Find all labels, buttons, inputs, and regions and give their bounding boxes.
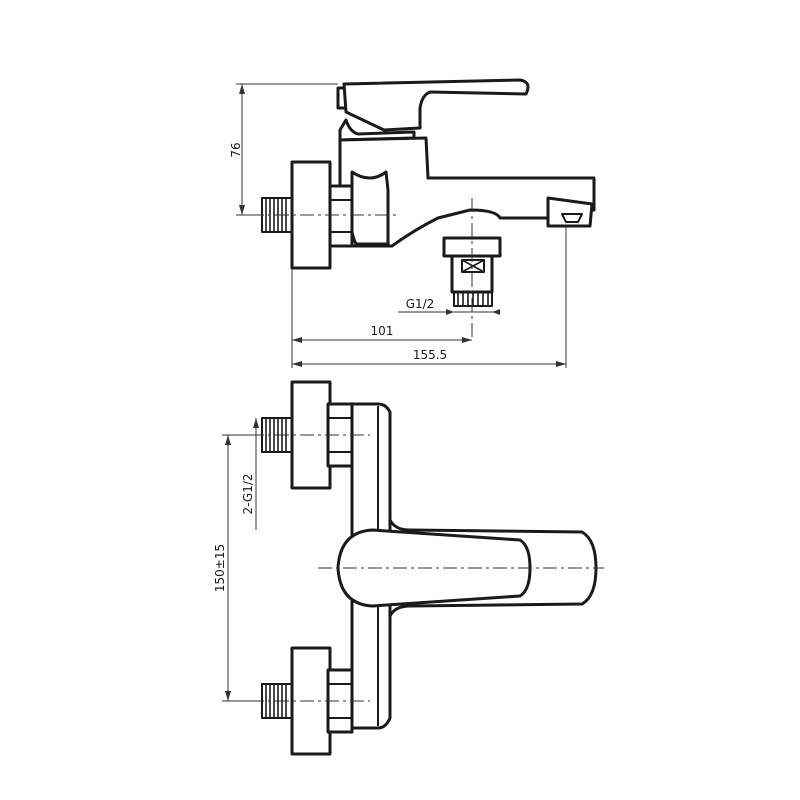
dim-150-label: 150±15 — [213, 544, 227, 592]
dim-101: 101 — [292, 324, 472, 343]
dim-outlet-thread: G1/2 — [398, 297, 500, 315]
side-body-spout — [338, 136, 596, 248]
side-diverter — [350, 170, 390, 246]
outlet-thread-label: G1/2 — [406, 297, 435, 311]
dim-155-5: 155.5 — [292, 348, 566, 367]
dim-155-5-label: 155.5 — [413, 348, 447, 362]
side-view: 76 G1/2 101 155.5 — [229, 78, 596, 368]
dim-101-label: 101 — [371, 324, 394, 338]
dim-inlet-threads: 2-G1/2 — [241, 418, 259, 530]
top-lever — [336, 528, 532, 608]
side-inlet-nut — [326, 184, 354, 248]
inlet-threads-label: 2-G1/2 — [241, 473, 255, 514]
dim-76: 76 — [229, 83, 338, 216]
dim-150: 150±15 — [213, 434, 262, 702]
side-lever-handle — [336, 78, 530, 142]
dim-76-label: 76 — [229, 142, 243, 157]
top-view: 2-G1/2 150±15 — [213, 380, 604, 756]
